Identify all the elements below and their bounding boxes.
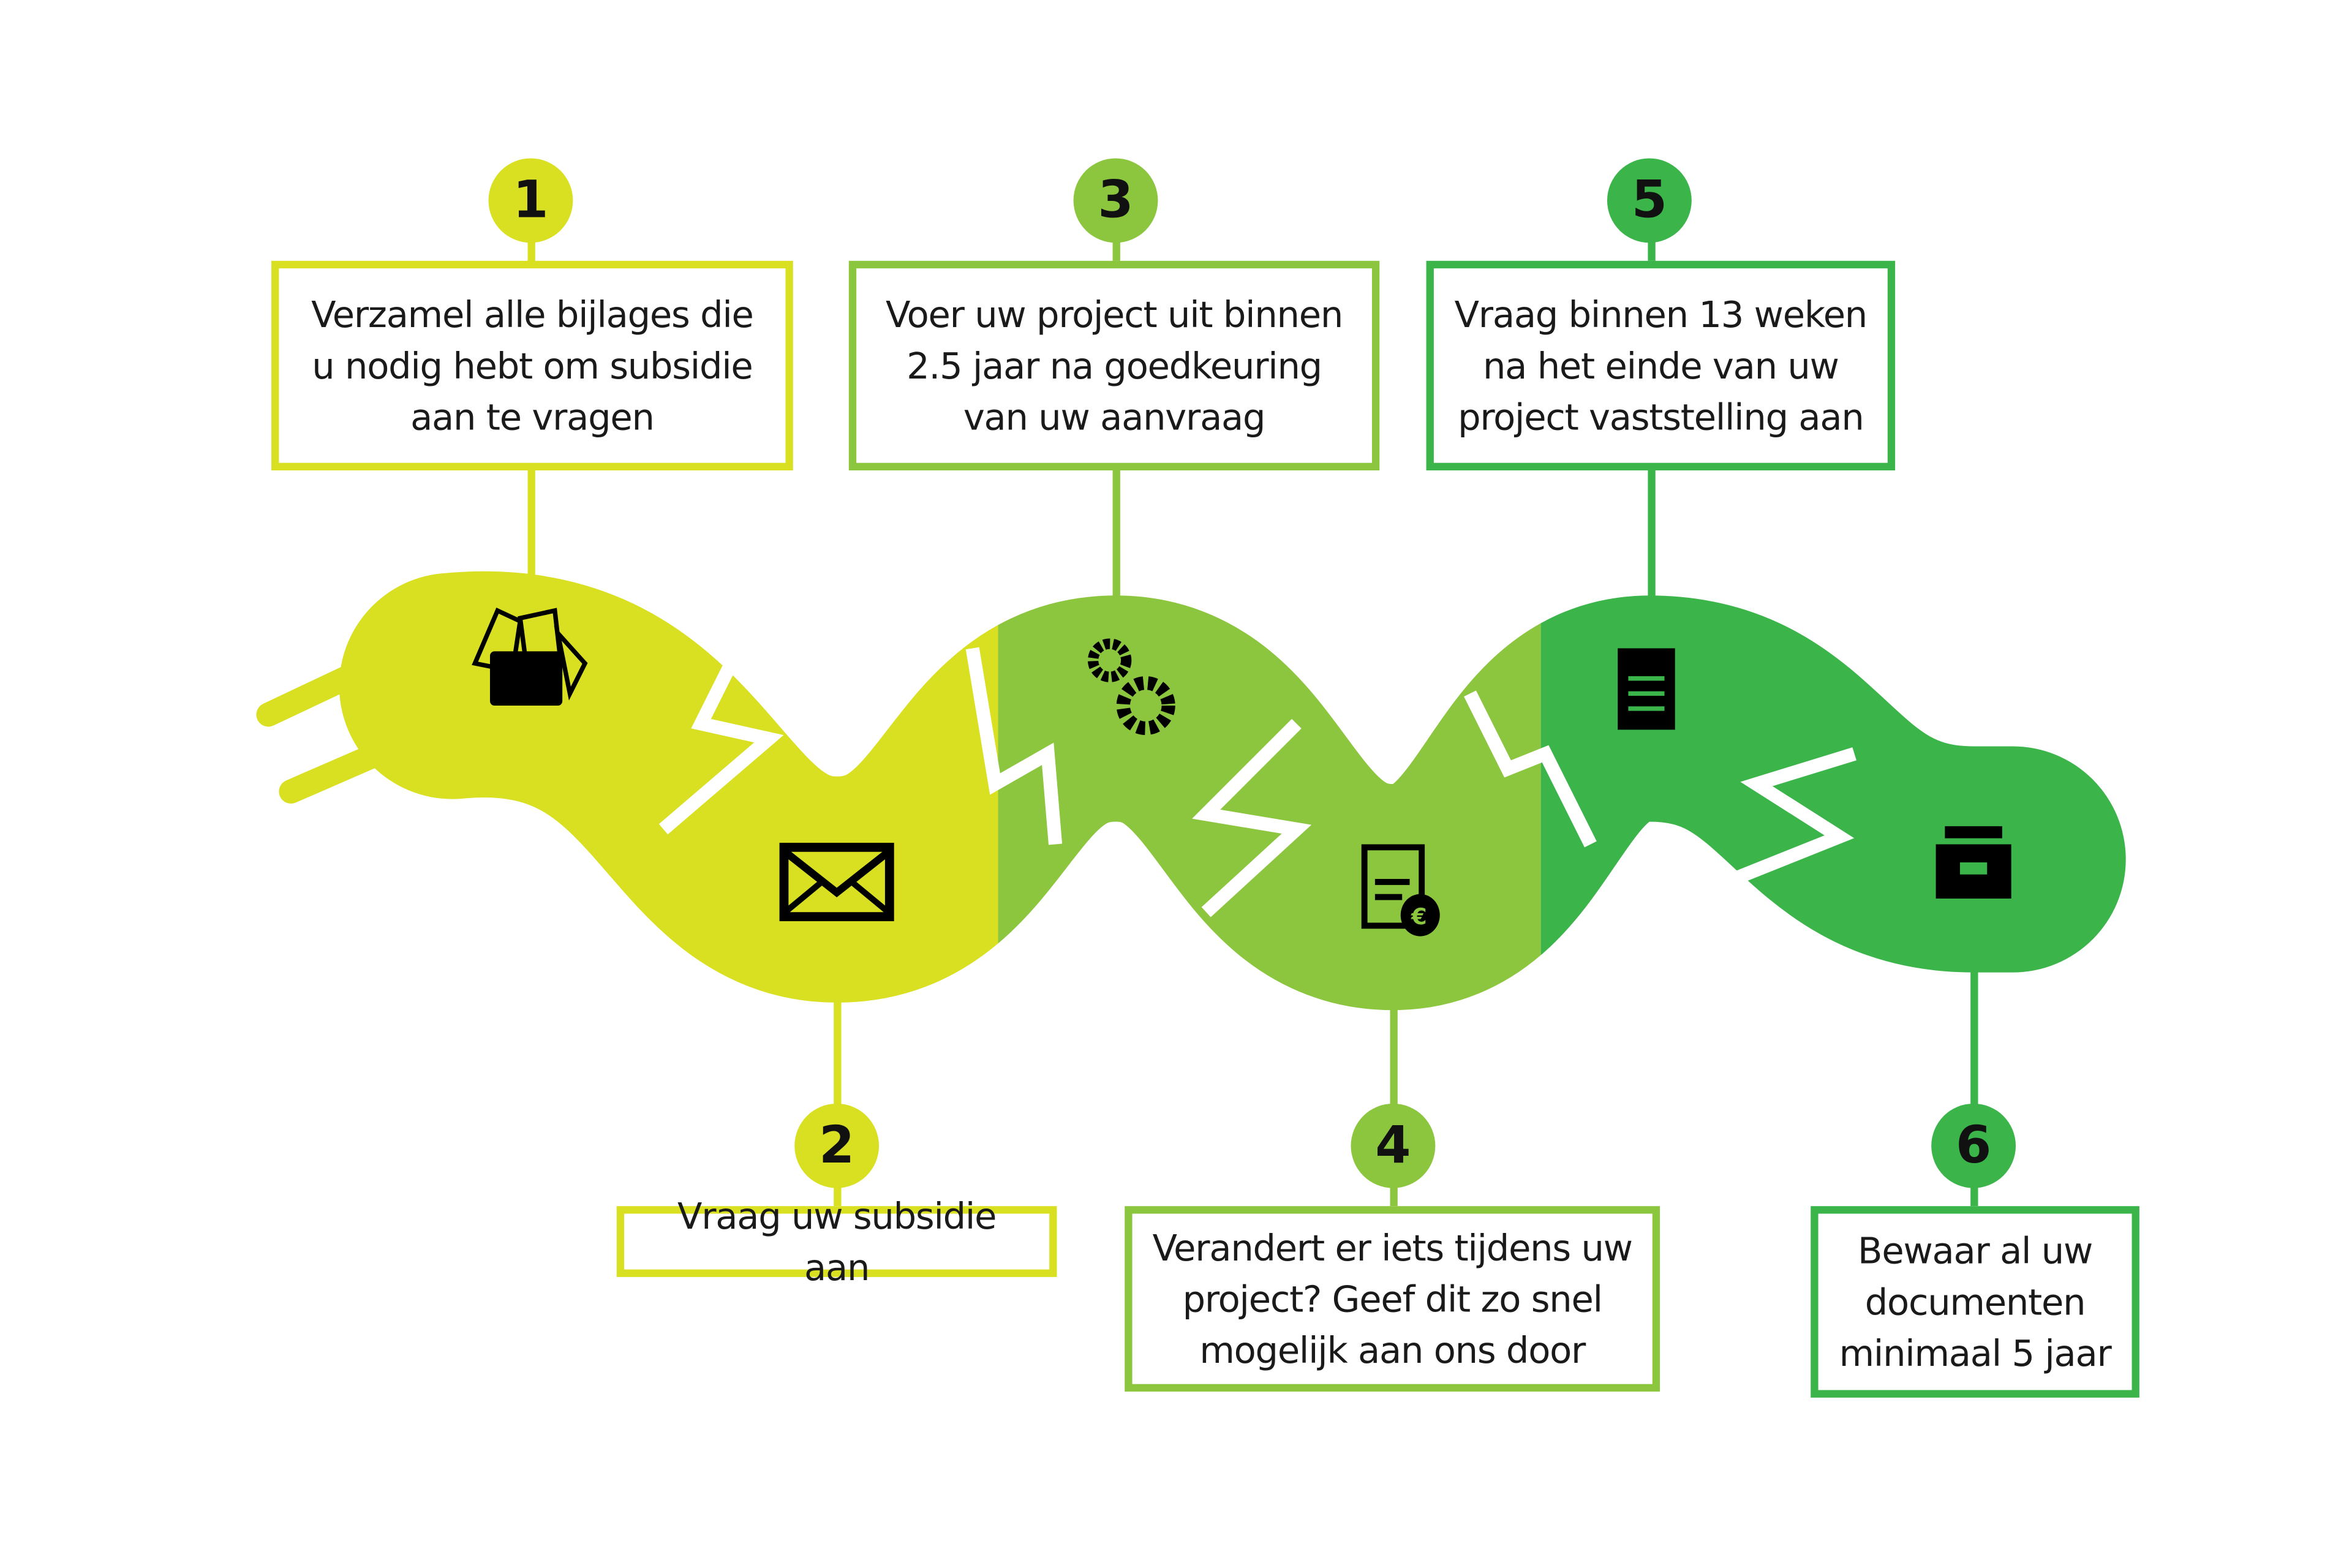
document-money-icon: € (1361, 844, 1440, 937)
envelope-icon (779, 842, 894, 921)
snake-segment-3 (1540, 595, 2126, 973)
snake-segment-1 (339, 571, 998, 1003)
step-box-2: Vraag uw subsidie aan (616, 1195, 1057, 1288)
connector-1 (527, 469, 535, 590)
step-box-4: Verandert er iets tijdens uw project? Ge… (1125, 1206, 1660, 1392)
lightning-dividers (658, 630, 1856, 918)
step-number-1: 1 (488, 158, 573, 243)
step-box-3: Voer uw project uit binnen 2.5 jaar na g… (848, 260, 1380, 470)
document-list-icon (1618, 648, 1675, 730)
step-number-6: 6 (1931, 1103, 2016, 1188)
svg-text:€: € (1411, 903, 1427, 930)
step-number-3: 3 (1073, 158, 1158, 243)
step-number-5: 5 (1607, 158, 1692, 243)
step-number-4: 4 (1351, 1103, 1436, 1188)
step-number-2: 2 (794, 1103, 880, 1188)
connector-1-top (527, 241, 535, 263)
step-box-1: Verzamel alle bijlages die u nodig hebt … (271, 260, 793, 470)
step-box-6: Bewaar al uw documenten minimaal 5 jaar (1811, 1206, 2139, 1398)
archive-box-icon (1936, 826, 2011, 899)
step-box-5: Vraag binnen 13 weken na het einde van u… (1426, 260, 1896, 470)
folder-documents-icon (472, 607, 588, 706)
